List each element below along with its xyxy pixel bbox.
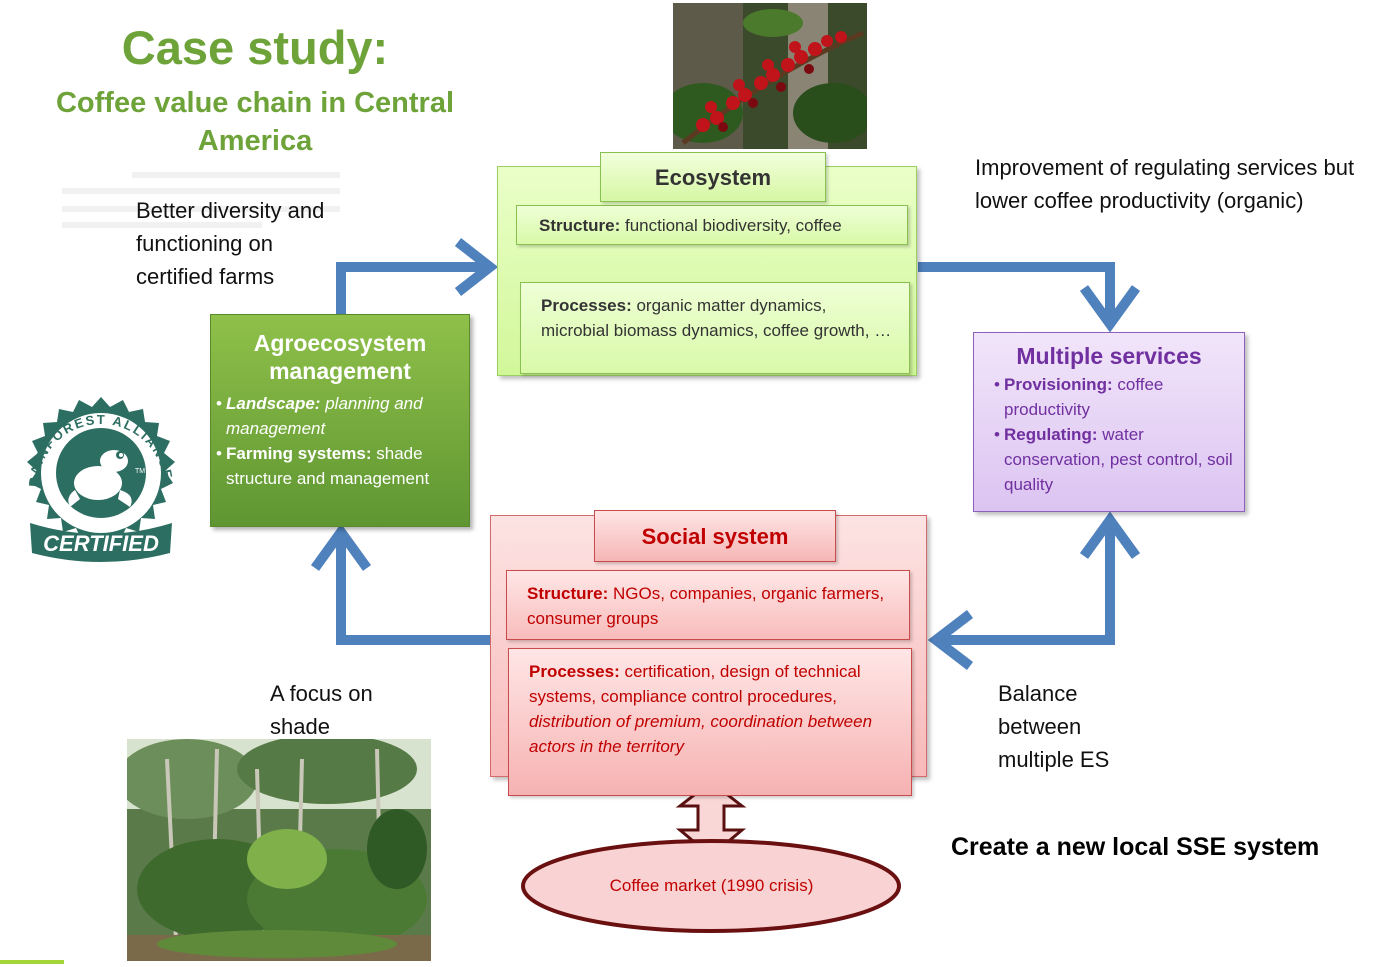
market-label: Coffee market (1990 crisis) — [609, 876, 814, 895]
social-title: Social system — [594, 510, 836, 562]
arrow-ecosystem-to-services-head — [1079, 285, 1141, 333]
ecosystem-processes: Processes: organic matter dynamics, micr… — [520, 282, 910, 374]
services-title: Multiple services — [1016, 343, 1202, 369]
ecosystem-processes-text: organic matter dynamics, microbial bioma… — [541, 296, 892, 340]
note-balance-es: Balance between multiple ES — [998, 681, 1110, 772]
arrow-services-to-social-upper-head — [1079, 511, 1141, 559]
agro-item-landscape: Landscape: planning and management — [211, 391, 469, 441]
arrow-services-to-social-left-head — [927, 610, 974, 670]
ecosystem-title: Ecosystem — [600, 152, 826, 202]
arrow-agro-to-ecosystem-head — [454, 238, 499, 296]
note-regulating-services: Improvement of regulating services but l… — [975, 155, 1355, 213]
social-structure-label: Structure: — [527, 584, 609, 603]
agroecosystem-title: Agroecosystem management — [253, 330, 427, 384]
arrow-services-to-social — [936, 520, 1115, 645]
social-structure: Structure: NGOs, companies, organic farm… — [506, 570, 910, 640]
service-item-provisioning: Provisioning: coffee productivity — [974, 372, 1244, 422]
headline-create-sse: Create a new local SSE system — [951, 833, 1320, 861]
ecosystem-structure-label: Structure: — [539, 216, 621, 235]
service-item-regulating: Regulating: water conservation, pest con… — [974, 422, 1244, 497]
coffee-berries-photo — [673, 3, 867, 149]
social-processes: Processes: certification, design of tech… — [508, 648, 912, 796]
social-processes-text: certification, design of technical syste… — [529, 662, 861, 706]
agroecosystem-panel: Agroecosystem management Landscape: plan… — [210, 314, 470, 527]
social-structure-text: NGOs, companies, organic farmers, consum… — [527, 584, 885, 628]
ecosystem-processes-label: Processes: — [541, 296, 632, 315]
page-title: Case study: — [121, 21, 389, 74]
faded-table-graphic — [62, 168, 340, 228]
market-ellipse — [521, 839, 901, 933]
note-certified-farms: Better diversity and functioning on cert… — [136, 198, 325, 289]
note-shade-focus: A focus on shade — [270, 681, 373, 739]
arrow-social-to-agro — [336, 532, 490, 645]
agro-item-farming-systems: Farming systems: shade structure and man… — [211, 441, 469, 491]
logo-certified: CERTIFIED — [43, 531, 159, 556]
ecosystem-structure-text: functional biodiversity, coffee — [624, 216, 842, 235]
social-processes-italic: distribution of premium, coordination be… — [529, 712, 873, 756]
shade-forest-photo — [127, 739, 431, 961]
logo-tm: TM — [135, 468, 145, 475]
services-panel: Multiple services Provisioning: coffee p… — [973, 332, 1245, 512]
arrow-social-to-agro-head — [310, 523, 372, 571]
slide-accent-bar — [0, 960, 64, 964]
arrow-ecosystem-to-services — [918, 262, 1115, 324]
arrow-agro-to-ecosystem — [336, 262, 490, 316]
page-subtitle: Coffee value chain in Central America — [55, 87, 455, 157]
ecosystem-structure: Structure: functional biodiversity, coff… — [516, 205, 908, 245]
social-processes-label: Processes: — [529, 662, 620, 681]
rainforest-alliance-logo: RAINFOREST ALLIANCE TM CERTIFIED — [26, 397, 175, 562]
